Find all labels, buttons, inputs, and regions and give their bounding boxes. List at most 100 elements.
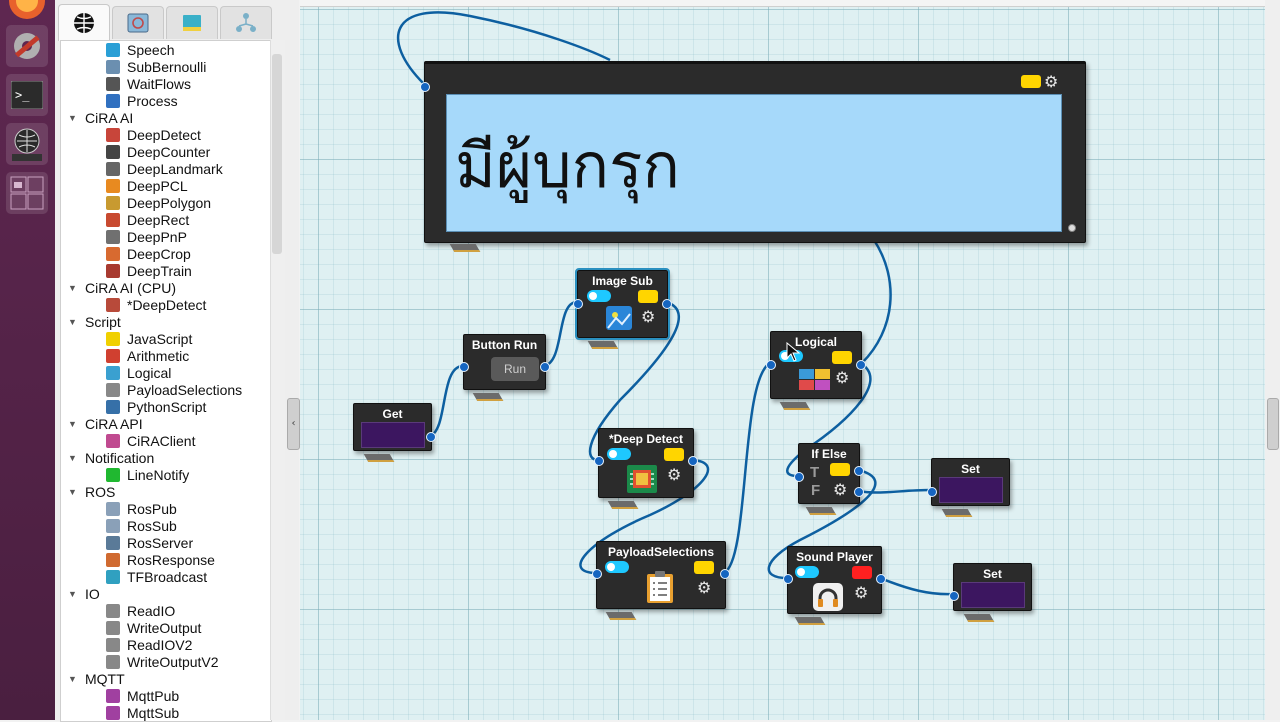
payload-selections-node[interactable]: PayloadSelections ⚙ bbox=[592, 541, 730, 609]
tab-book[interactable] bbox=[166, 6, 218, 39]
tree-item[interactable]: CiRAClient bbox=[106, 433, 195, 450]
payload-chip[interactable] bbox=[694, 561, 714, 574]
enable-toggle[interactable] bbox=[607, 448, 631, 460]
tree-item[interactable]: DeepPolygon bbox=[106, 195, 211, 212]
input-port[interactable] bbox=[783, 574, 793, 584]
tree-scrollbar-thumb[interactable] bbox=[272, 54, 282, 254]
panel-splitter-handle[interactable]: ‹ bbox=[287, 398, 300, 450]
tree-item[interactable]: DeepTrain bbox=[106, 263, 192, 280]
tree-item[interactable]: RosSub bbox=[106, 518, 177, 535]
tree-category[interactable]: ▼IO bbox=[68, 586, 100, 603]
gear-icon[interactable]: ⚙ bbox=[1044, 72, 1059, 91]
payload-chip-alert[interactable] bbox=[852, 566, 872, 579]
enable-toggle[interactable] bbox=[605, 561, 629, 573]
tree-category[interactable]: ▼CiRA AI bbox=[68, 110, 133, 127]
tree-item[interactable]: JavaScript bbox=[106, 331, 192, 348]
tree-item[interactable]: Logical bbox=[106, 365, 171, 382]
tree-item[interactable]: Process bbox=[106, 93, 178, 110]
tab-network[interactable] bbox=[220, 6, 272, 39]
canvas-scrollbar[interactable] bbox=[1265, 0, 1280, 720]
tree-item[interactable]: ReadIOV2 bbox=[106, 637, 192, 654]
if-else-node[interactable]: If Else T F ⚙ bbox=[794, 443, 864, 504]
tree-category[interactable]: ▼MQTT bbox=[68, 671, 125, 688]
expand-arrow-icon[interactable]: ▼ bbox=[68, 589, 77, 599]
tree-item[interactable]: MqttPub bbox=[106, 688, 179, 705]
gear-icon[interactable]: ⚙ bbox=[835, 368, 850, 387]
expand-arrow-icon[interactable]: ▼ bbox=[68, 317, 77, 327]
enable-toggle[interactable] bbox=[587, 290, 611, 302]
output-port[interactable] bbox=[856, 360, 866, 370]
tree-item[interactable]: TFBroadcast bbox=[106, 569, 207, 586]
tree-item[interactable]: WriteOutputV2 bbox=[106, 654, 219, 671]
canvas-scrollbar-thumb[interactable] bbox=[1267, 398, 1279, 450]
tree-item[interactable]: DeepPnP bbox=[106, 229, 187, 246]
input-port[interactable] bbox=[766, 360, 776, 370]
tree-item[interactable]: DeepCounter bbox=[106, 144, 210, 161]
set-node[interactable]: Set bbox=[927, 458, 1010, 506]
tree-item[interactable]: WriteOutput bbox=[106, 620, 201, 637]
input-port[interactable] bbox=[949, 591, 959, 601]
payload-chip[interactable] bbox=[1021, 75, 1041, 88]
tree-item[interactable]: DeepPCL bbox=[106, 178, 188, 195]
tree-item[interactable]: RosResponse bbox=[106, 552, 215, 569]
payload-chip[interactable] bbox=[638, 290, 658, 303]
expand-arrow-icon[interactable]: ▼ bbox=[68, 487, 77, 497]
logical-node[interactable]: Logical ⚙ bbox=[766, 331, 866, 399]
input-port[interactable] bbox=[573, 299, 583, 309]
tree-item[interactable]: Speech bbox=[106, 42, 174, 59]
output-port[interactable] bbox=[540, 362, 550, 372]
gear-icon[interactable]: ⚙ bbox=[854, 583, 869, 602]
output-port[interactable] bbox=[720, 569, 730, 579]
get-node[interactable]: Get bbox=[353, 403, 436, 451]
enable-toggle[interactable] bbox=[795, 566, 819, 578]
output-port[interactable] bbox=[876, 574, 886, 584]
expand-arrow-icon[interactable]: ▼ bbox=[68, 674, 77, 684]
tree-item[interactable]: LineNotify bbox=[106, 467, 189, 484]
tree-category[interactable]: ▼Script bbox=[68, 314, 121, 331]
output-port[interactable] bbox=[426, 432, 436, 442]
tree-item[interactable]: DeepCrop bbox=[106, 246, 191, 263]
tree-item[interactable]: DeepRect bbox=[106, 212, 189, 229]
tab-globe[interactable] bbox=[58, 4, 110, 41]
set-node[interactable]: Set bbox=[949, 563, 1032, 611]
input-port[interactable] bbox=[592, 569, 602, 579]
workspace-switcher-icon[interactable] bbox=[6, 172, 48, 214]
button-run-node[interactable]: Button Run Run bbox=[459, 334, 550, 390]
tab-image[interactable] bbox=[112, 6, 164, 39]
tree-item[interactable]: *DeepDetect bbox=[106, 297, 206, 314]
payload-chip[interactable] bbox=[664, 448, 684, 461]
input-port[interactable] bbox=[794, 472, 804, 482]
input-port[interactable] bbox=[594, 456, 604, 466]
input-port[interactable] bbox=[459, 362, 469, 372]
tree-item[interactable]: DeepLandmark bbox=[106, 161, 223, 178]
payload-chip[interactable] bbox=[832, 351, 852, 364]
gear-icon[interactable]: ⚙ bbox=[833, 480, 848, 499]
input-port[interactable] bbox=[927, 487, 937, 497]
tree-item[interactable]: MqttSub bbox=[106, 705, 179, 721]
terminal-icon[interactable]: >_ bbox=[6, 74, 48, 116]
expand-arrow-icon[interactable]: ▼ bbox=[68, 113, 77, 123]
resize-handle[interactable] bbox=[1068, 224, 1076, 232]
tree-item[interactable]: RosPub bbox=[106, 501, 177, 518]
tree-item[interactable]: DeepDetect bbox=[106, 127, 201, 144]
sound-player-node[interactable]: Sound Player ⚙ bbox=[783, 546, 886, 614]
ciracore-icon[interactable] bbox=[6, 123, 48, 165]
true-output-port[interactable] bbox=[854, 466, 864, 476]
firefox-icon[interactable] bbox=[6, 0, 48, 22]
settings-tools-icon[interactable] bbox=[6, 25, 48, 67]
image-sub-node[interactable]: Image Sub ⚙ bbox=[573, 268, 672, 340]
payload-chip[interactable] bbox=[830, 463, 850, 476]
tree-item[interactable]: PythonScript bbox=[106, 399, 206, 416]
tree-item[interactable]: SubBernoulli bbox=[106, 59, 206, 76]
tree-item[interactable]: PayloadSelections bbox=[106, 382, 242, 399]
expand-arrow-icon[interactable]: ▼ bbox=[68, 453, 77, 463]
expand-arrow-icon[interactable]: ▼ bbox=[68, 419, 77, 429]
expand-arrow-icon[interactable]: ▼ bbox=[68, 283, 77, 293]
input-port[interactable] bbox=[420, 82, 430, 92]
output-port[interactable] bbox=[688, 456, 698, 466]
output-port[interactable] bbox=[662, 299, 672, 309]
tree-category[interactable]: ▼CiRA API bbox=[68, 416, 143, 433]
tree-item[interactable]: RosServer bbox=[106, 535, 193, 552]
deep-detect-node[interactable]: *Deep Detect ⚙ bbox=[594, 428, 698, 498]
tree-category[interactable]: ▼ROS bbox=[68, 484, 115, 501]
